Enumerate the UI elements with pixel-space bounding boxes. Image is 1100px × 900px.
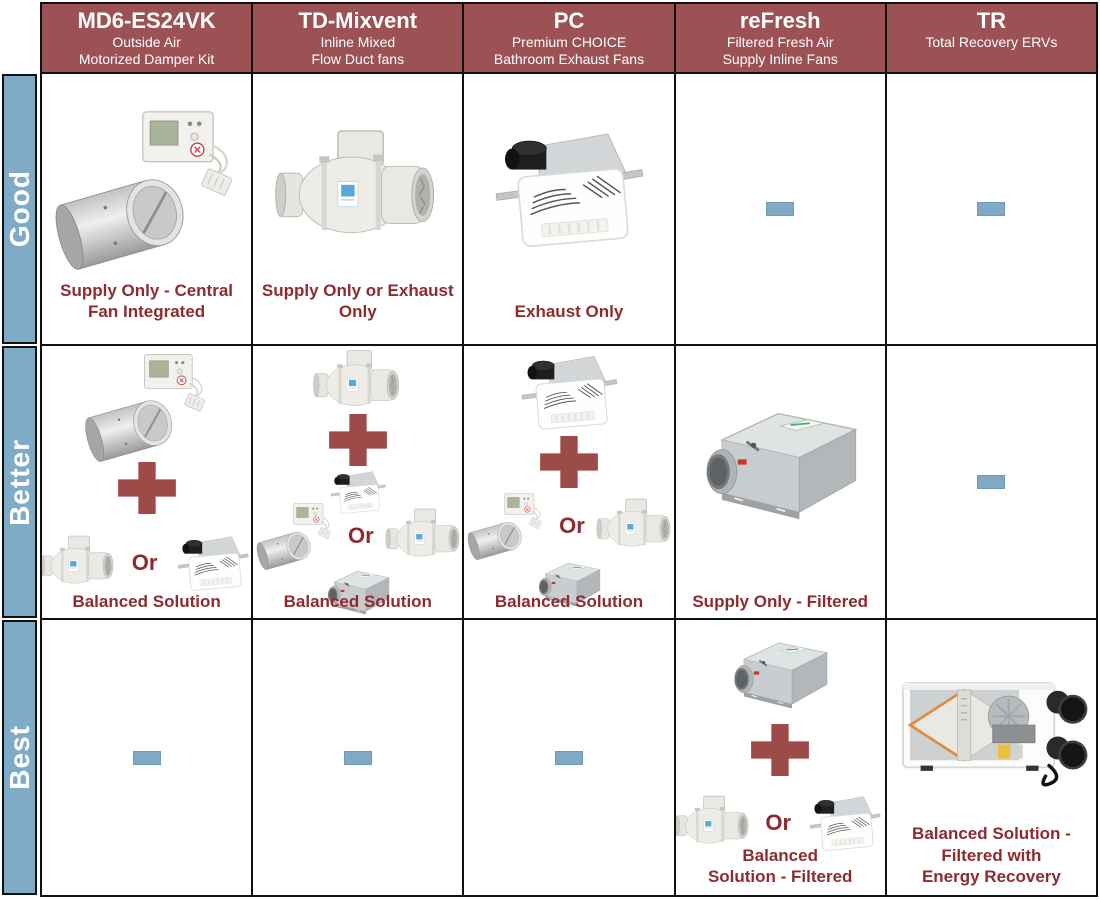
plus-icon (329, 414, 387, 466)
or-label: Or (559, 513, 585, 538)
cell-caption: Balanced Solution (72, 591, 221, 611)
exhaust-fan-image (510, 350, 628, 434)
column-title: TD-Mixvent (298, 8, 418, 33)
na-dash-icon (766, 202, 795, 216)
cell-better-tr (886, 346, 1096, 618)
cell-best-md6 (42, 620, 252, 895)
column-title: PC (553, 8, 585, 33)
damper-kit-image (253, 502, 337, 570)
refresh-fan-image (725, 632, 835, 714)
na-dash-icon (977, 475, 1006, 489)
plus-icon (118, 462, 176, 514)
column-subtitle: Bathroom Exhaust Fans (493, 50, 645, 67)
cell-good-tr (886, 74, 1096, 344)
column-header-td-mixvent: TD-Mixvent Inline Mixed Flow Duct fans (253, 4, 463, 72)
na-dash-icon (343, 750, 372, 765)
or-label: Or (347, 523, 374, 548)
inline-fan-image (312, 348, 404, 416)
damper-kit-image (464, 492, 548, 560)
column-title: MD6-ES24VK (77, 8, 216, 33)
row-label-better: Better (2, 346, 37, 618)
cell-better-td: Or Balanced Solution (253, 346, 463, 618)
damper-kit-image (54, 105, 239, 273)
inline-fan-image (274, 113, 442, 265)
column-title: TR (976, 8, 1007, 33)
column-subtitle: Inline Mixed (320, 34, 396, 50)
cell-best-pc (464, 620, 674, 895)
row-label-text: Good (3, 170, 35, 248)
row-label-text: Better (3, 438, 35, 526)
cell-caption: Balanced Solution (283, 591, 432, 611)
column-title: reFresh (739, 8, 821, 33)
cell-caption: Supply Only - Filtered (692, 591, 869, 611)
column-subtitle: Motorized Damper Kit (78, 50, 215, 67)
product-grid: MD6-ES24VK Outside Air Motorized Damper … (40, 2, 1098, 897)
exhaust-fan-image (172, 532, 251, 594)
na-dash-icon (132, 750, 161, 765)
cell-better-pc: Or Balanced Solution (464, 346, 674, 618)
na-dash-icon (977, 202, 1006, 216)
inline-fan-image (385, 506, 463, 566)
erv-image (893, 660, 1089, 792)
row-label-text: Best (3, 725, 35, 790)
column-subtitle: Total Recovery ERVs (925, 34, 1058, 50)
row-label-best: Best (2, 620, 37, 895)
cell-best-td (253, 620, 463, 895)
column-header-md6: MD6-ES24VK Outside Air Motorized Damper … (42, 4, 252, 72)
plus-icon (540, 436, 598, 488)
column-subtitle: Supply Inline Fans (722, 50, 838, 67)
cell-good-pc: Exhaust Only (464, 74, 674, 344)
refresh-fan-image (692, 388, 868, 536)
plus-icon (751, 724, 809, 776)
cell-caption: Exhaust Only (514, 301, 624, 321)
column-header-pc: PC Premium CHOICE Bathroom Exhaust Fans (464, 4, 674, 72)
column-subtitle: Premium CHOICE (511, 34, 627, 50)
column-header-tr: TR Total Recovery ERVs (886, 4, 1096, 72)
inline-fan-image (42, 533, 117, 593)
or-label: Or (765, 810, 792, 835)
column-subtitle: Outside Air (112, 34, 181, 50)
cell-caption: Balanced Solution (494, 591, 644, 611)
cell-good-refresh (675, 74, 885, 344)
column-header-refresh: reFresh Filtered Fresh Air Supply Inline… (675, 4, 885, 72)
exhaust-fan-image (488, 115, 650, 263)
na-dash-icon (554, 750, 583, 765)
column-subtitle: Filtered Fresh Air (726, 34, 834, 50)
cell-better-md6: Or Balanced Solution (42, 346, 252, 618)
damper-kit-image (84, 352, 210, 462)
column-subtitle: Flow Duct fans (311, 50, 405, 67)
inline-fan-image (596, 496, 674, 556)
or-label: Or (131, 550, 158, 575)
cell-better-refresh: Supply Only - Filtered (675, 346, 885, 618)
row-label-good: Good (2, 74, 37, 344)
